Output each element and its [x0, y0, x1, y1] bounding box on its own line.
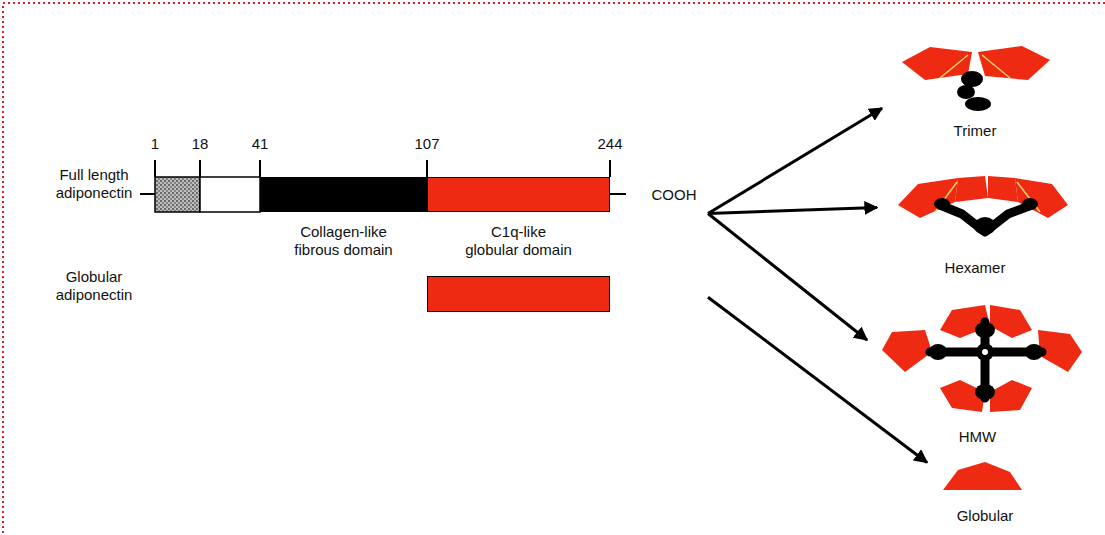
collagen-domain: Collagen-like fibrous domain	[260, 177, 427, 277]
trimer-form: Trimer	[885, 40, 1065, 145]
variable-region	[200, 177, 260, 212]
arrow-connector	[708, 208, 877, 214]
protein-bar: Full length adiponectinCOOH Collagen-like…	[38, 160, 708, 261]
signal-peptide	[155, 177, 200, 212]
node-label: Globular	[935, 507, 1035, 525]
node-label: Hexamer	[885, 259, 1065, 277]
domain-shape	[427, 276, 610, 312]
node-label: Full length adiponectin	[38, 166, 150, 202]
frame	[3, 3, 1105, 535]
position-number: 244	[590, 135, 630, 153]
node-label: Globular adiponectin	[38, 268, 150, 304]
arrow-connector	[708, 297, 927, 462]
hmw-figure	[882, 305, 1082, 412]
position-number: 1	[135, 135, 175, 153]
node-label: HMW	[878, 428, 1078, 446]
trimer-figure	[902, 46, 1050, 111]
arrow-connector	[708, 214, 867, 340]
node-label: C1q-like globular domain	[464, 223, 574, 259]
node-label: Trimer	[890, 122, 1060, 140]
arrow-connector	[708, 108, 882, 213]
globular-figure	[943, 462, 1022, 490]
node-label: COOH	[646, 186, 702, 204]
domain-shape	[260, 177, 427, 212]
hmw-form: HMW	[870, 300, 1085, 448]
hexamer-figure	[898, 176, 1068, 235]
position-number: 18	[180, 135, 220, 153]
position-number: 41	[240, 135, 280, 153]
c1q-domain: C1q-like globular domain	[427, 177, 610, 277]
globular-bar: Globular adiponectin	[38, 262, 708, 317]
node-label: Collagen-like fibrous domain	[289, 223, 399, 259]
position-number: 107	[407, 135, 447, 153]
position-ticks	[155, 160, 610, 177]
globular-form: Globular	[930, 455, 1040, 530]
domain-shape	[427, 177, 610, 212]
hexamer-form: Hexamer	[880, 165, 1070, 280]
